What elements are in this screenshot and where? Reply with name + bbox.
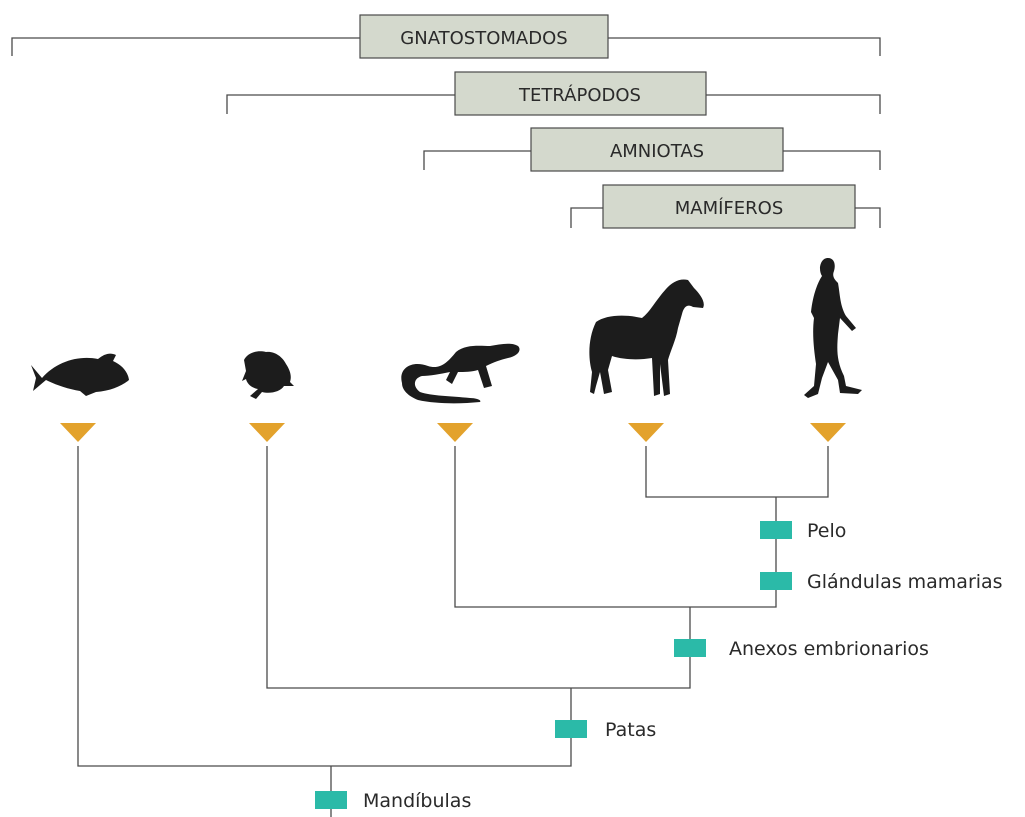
trait-label-mandibulas: Mandíbulas [363, 790, 471, 812]
trait-anexos: Anexos embrionarios [674, 638, 929, 660]
group-gnatostomados: GNATOSTOMADOS [12, 15, 880, 58]
trait-marker-mandibulas [315, 791, 347, 809]
tip-marker-frog [249, 423, 285, 442]
trait-label-glandulas: Glándulas mamarias [807, 571, 1003, 593]
trait-label-anexos: Anexos embrionarios [729, 638, 929, 660]
group-mamiferos: MAMÍFEROS [571, 185, 880, 228]
branch-amniotes [455, 446, 776, 607]
human-icon [804, 258, 862, 398]
branch-mammals [646, 446, 828, 497]
branch-tetrapods [267, 446, 690, 688]
fish-icon [31, 354, 129, 396]
trait-marker-patas [555, 720, 587, 738]
trait-marker-glandulas [760, 572, 792, 590]
horse-icon [589, 279, 703, 396]
tip-marker-fish [60, 423, 96, 442]
frog-icon [242, 351, 294, 399]
trait-label-pelo: Pelo [807, 520, 846, 542]
trait-pelo: Pelo [760, 520, 846, 542]
trait-marker-pelo [760, 521, 792, 539]
group-label-tetrapodos: TETRÁPODOS [518, 84, 641, 106]
salamander-icon [401, 344, 519, 404]
tip-marker-human [810, 423, 846, 442]
tip-marker-salamander [437, 423, 473, 442]
trait-patas: Patas [555, 719, 656, 741]
trait-glandulas: Glándulas mamarias [760, 571, 1003, 593]
group-label-mamiferos: MAMÍFEROS [675, 197, 784, 219]
trait-label-patas: Patas [605, 719, 656, 741]
group-amniotas: AMNIOTAS [424, 128, 880, 171]
group-tetrapodos: TETRÁPODOS [227, 72, 880, 115]
trait-mandibulas: Mandíbulas [315, 790, 471, 812]
tree-branches [78, 446, 828, 817]
tip-marker-horse [628, 423, 664, 442]
trait-marker-anexos [674, 639, 706, 657]
group-label-amniotas: AMNIOTAS [610, 141, 704, 162]
branch-gnathostomes [78, 446, 571, 766]
group-label-gnatostomados: GNATOSTOMADOS [400, 28, 567, 49]
